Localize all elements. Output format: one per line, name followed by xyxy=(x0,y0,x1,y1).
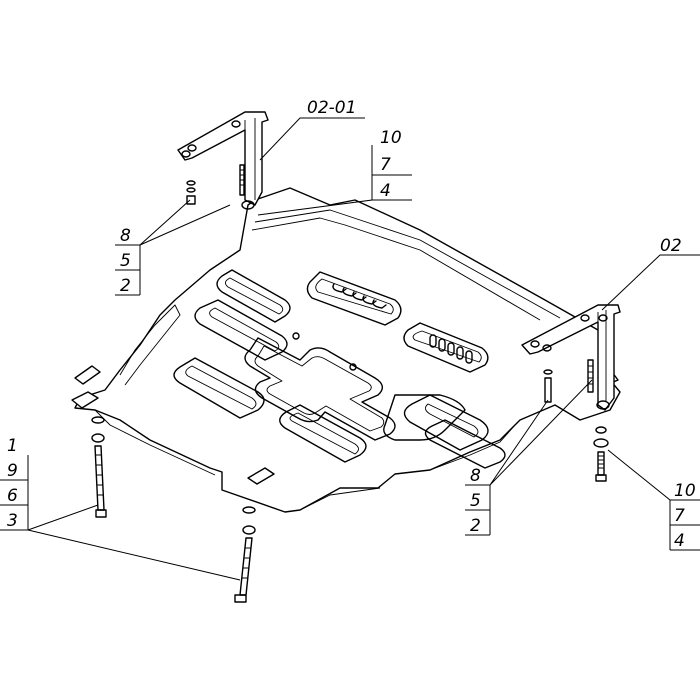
label-top-left-2: 2 xyxy=(120,276,131,296)
label-top-left-5: 5 xyxy=(120,251,131,271)
label-bottom-mid-2: 2 xyxy=(470,516,481,536)
label-top-right-4: 4 xyxy=(380,181,391,201)
left-bracket xyxy=(177,111,269,210)
label-02: 02 xyxy=(660,236,682,256)
stamped-ribs xyxy=(173,269,506,469)
label-bottom-left-6: 6 xyxy=(7,486,18,506)
vent-slots-upper xyxy=(306,271,402,326)
right-bracket-hardware xyxy=(543,359,594,403)
label-top-right-7: 7 xyxy=(380,155,391,175)
label-top-left-8: 8 xyxy=(120,226,131,246)
label-bottom-mid-8: 8 xyxy=(470,466,481,486)
leader-lines xyxy=(0,117,700,581)
label-bottom-mid-5: 5 xyxy=(470,491,481,511)
label-bottom-right-7: 7 xyxy=(674,506,685,526)
right-bracket xyxy=(521,304,621,411)
bolt-left-front xyxy=(91,416,107,518)
vent-slots-lower xyxy=(403,322,489,373)
label-bottom-right-10: 10 xyxy=(674,481,696,501)
left-bracket-hardware xyxy=(186,164,245,205)
label-top-right-10: 10 xyxy=(380,128,402,148)
bolt-mid-front xyxy=(234,506,256,603)
label-bottom-left-9: 9 xyxy=(7,461,18,481)
label-bottom-right-4: 4 xyxy=(674,531,685,551)
label-bottom-left-1: 1 xyxy=(7,436,18,456)
bolt-bottom-right xyxy=(593,426,609,482)
label-bottom-left-3: 3 xyxy=(7,511,18,531)
label-02-01: 02-01 xyxy=(307,98,356,118)
